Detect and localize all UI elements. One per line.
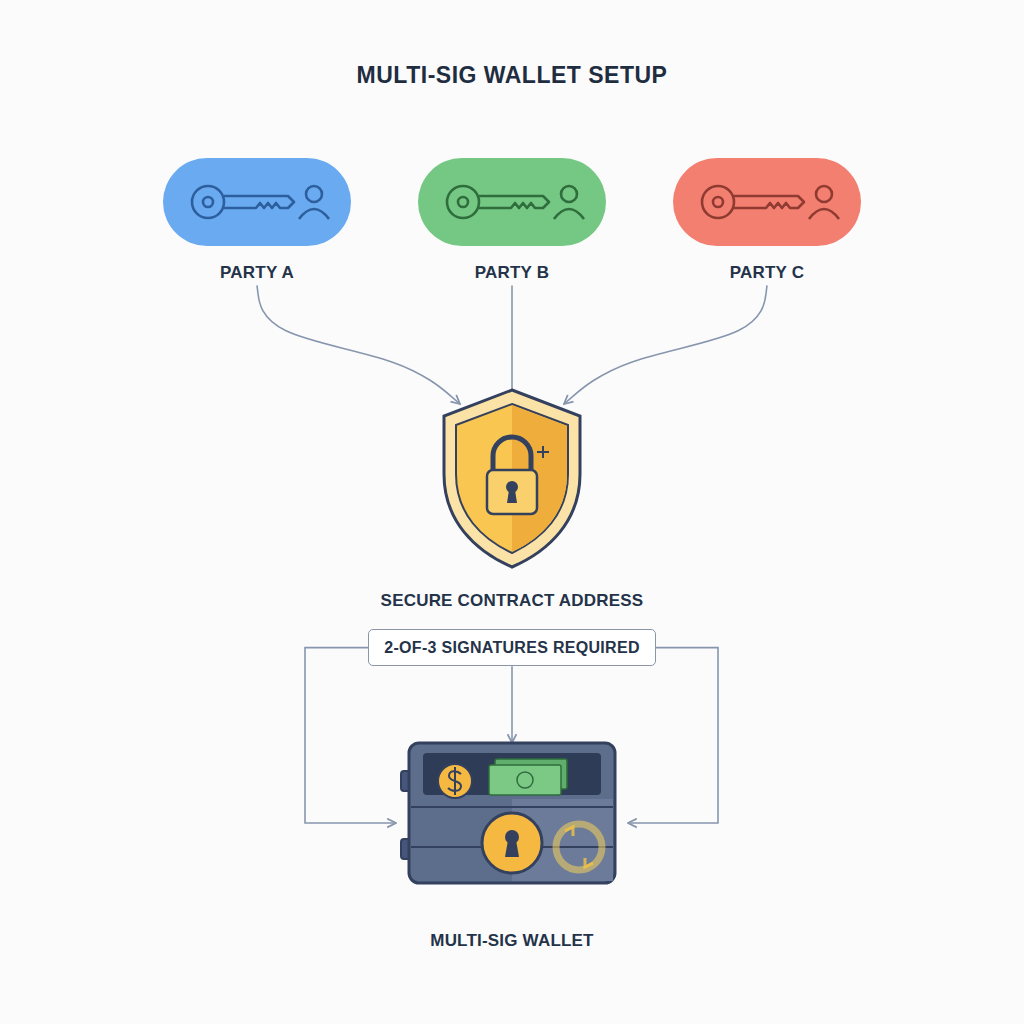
connector-arrow	[511, 666, 513, 743]
safe-icon	[489, 765, 561, 795]
diagram-title: MULTI-SIG WALLET SETUP	[0, 62, 1024, 89]
safe-icon	[517, 772, 533, 788]
shield-icon	[437, 386, 587, 571]
shield-icon	[487, 470, 537, 514]
key-icon	[734, 196, 804, 208]
key-icon	[192, 186, 294, 218]
key-icon	[702, 186, 804, 218]
safe-icon	[438, 764, 472, 798]
key-icon	[458, 197, 468, 207]
key-icon	[713, 197, 723, 207]
connector-arrow	[511, 285, 513, 389]
key-icon	[447, 186, 549, 218]
safe-icon	[448, 767, 461, 795]
shield-icon	[507, 490, 517, 503]
person-icon	[306, 186, 322, 202]
person-icon	[561, 186, 577, 202]
contract-node: SECURE CONTRACT ADDRESS	[380, 386, 645, 611]
node-label: SECURE CONTRACT ADDRESS	[381, 591, 644, 611]
node-label: MULTI-SIG WALLET	[430, 931, 593, 951]
key-icon	[224, 196, 294, 208]
shield-icon	[456, 404, 568, 553]
safe-icon	[397, 735, 627, 887]
node-label: PARTY B	[475, 263, 549, 283]
key-icon	[203, 197, 213, 207]
person-icon	[554, 186, 584, 219]
wallet-node: MULTI-SIG WALLET	[396, 735, 628, 951]
shield-icon	[493, 437, 531, 472]
party-pill	[417, 157, 607, 247]
safe-icon	[556, 824, 602, 870]
party-pill	[418, 158, 606, 246]
party-node: PARTY C	[671, 157, 863, 283]
safe-icon	[565, 827, 593, 867]
person-icon	[809, 209, 839, 219]
party-pill	[162, 157, 352, 247]
party-pill	[163, 158, 351, 246]
person-icon	[554, 209, 584, 219]
person-icon	[299, 186, 329, 219]
connector-arrow	[305, 648, 396, 823]
key-icon	[702, 186, 734, 218]
node-label: PARTY C	[730, 263, 804, 283]
person-icon	[816, 186, 832, 202]
key-icon	[479, 196, 549, 208]
safe-icon	[423, 753, 601, 795]
node-label: PARTY A	[220, 263, 294, 283]
safe-icon	[505, 840, 519, 857]
shield-icon	[537, 446, 549, 458]
party-pill	[673, 158, 861, 246]
key-icon	[192, 186, 224, 218]
safe-icon	[482, 813, 542, 873]
connector-arrow	[628, 648, 718, 823]
key-icon	[447, 186, 479, 218]
safe-icon	[409, 743, 615, 883]
connector-arrow	[564, 285, 767, 404]
requirement-box: 2-OF-3 SIGNATURES REQUIRED	[368, 629, 656, 666]
person-icon	[809, 186, 839, 219]
node-label: 2-OF-3 SIGNATURES REQUIRED	[384, 638, 640, 657]
party-node: PARTY B	[416, 157, 608, 283]
party-node: PARTY A	[161, 157, 353, 283]
connector-arrow	[257, 285, 460, 404]
party-pill	[672, 157, 862, 247]
person-icon	[299, 209, 329, 219]
shield-icon	[444, 390, 580, 567]
